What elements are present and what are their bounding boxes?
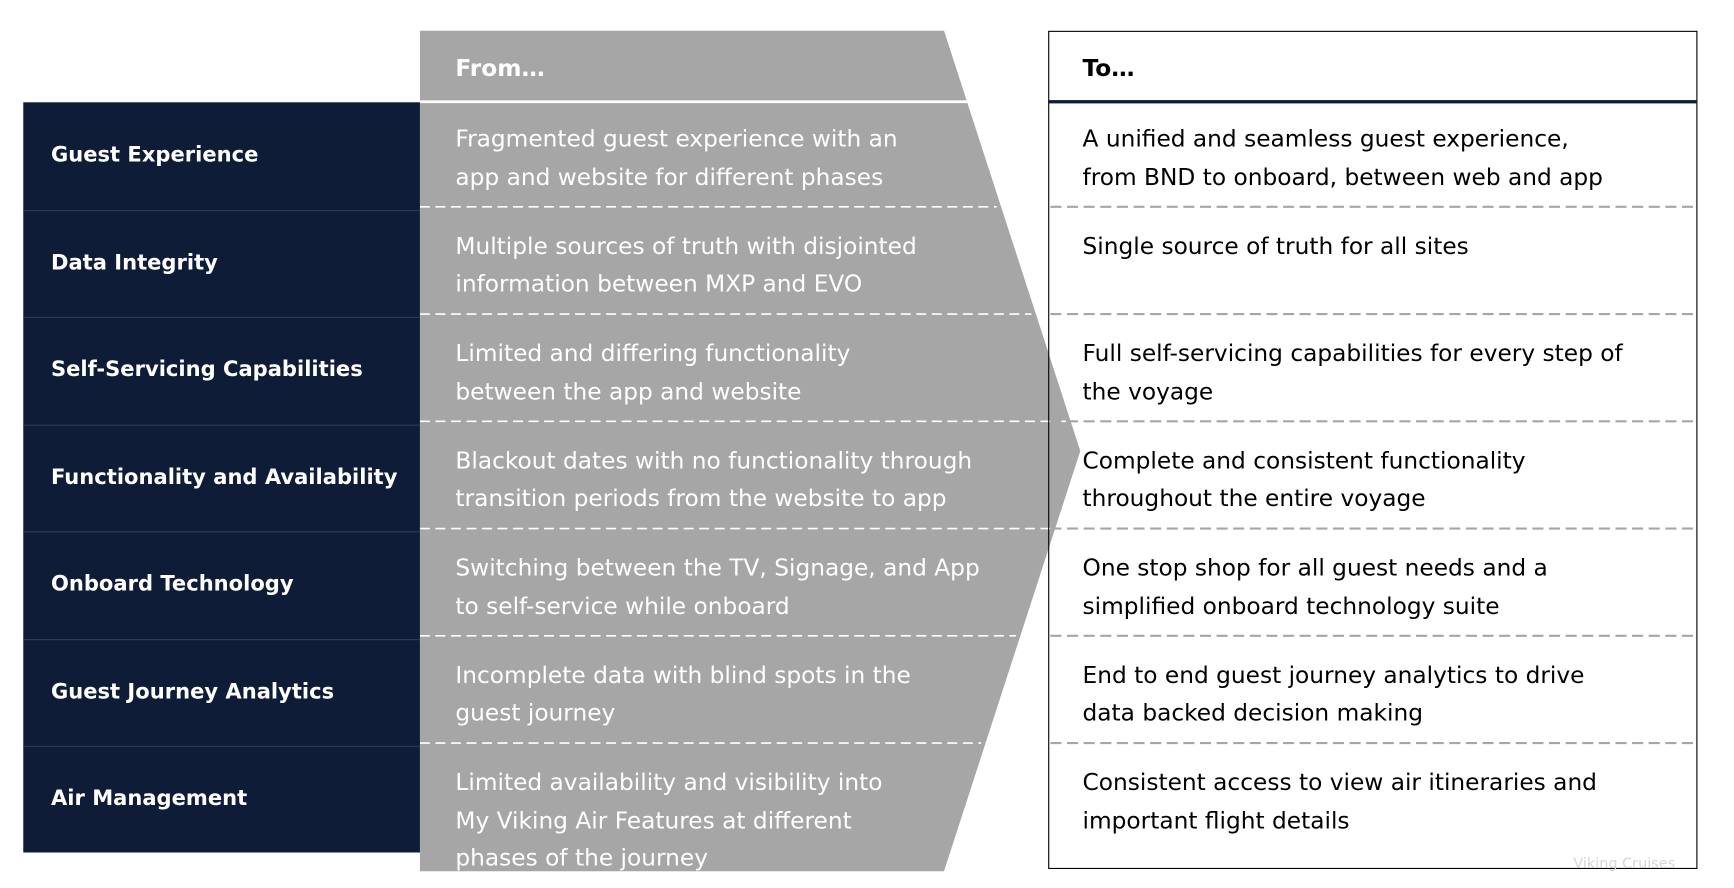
to-panel (1048, 30, 1698, 870)
from-item: Blackout dates with no functionality thr… (455, 442, 1053, 518)
from-line: between the app and website (455, 377, 802, 405)
category-label: Self-Servicing Capabilities (50, 357, 363, 382)
to-item: Complete and consistent functionality thr… (1083, 442, 1692, 518)
to-item: One stop shop for all guest needs and a s… (1083, 549, 1692, 625)
from-line: Incomplete data with blind spots in the (455, 661, 911, 689)
category-divider (23, 424, 420, 426)
from-line: information between MXP and EVO (455, 270, 863, 297)
category-divider (23, 209, 420, 211)
to-line: End to end guest journey analytics to dr… (1082, 661, 1585, 689)
category-divider (23, 745, 420, 747)
to-line: data backed decision making (1082, 699, 1423, 726)
to-line: Complete and consistent functionality (1082, 447, 1526, 474)
from-row-dividers (419, 205, 1067, 744)
from-item: Incomplete data with blind spots in the g… (455, 656, 1053, 732)
from-item: Switching between the TV, Signage, and A… (455, 549, 1053, 625)
from-item: Multiple sources of truth with disjointe… (455, 227, 1053, 303)
category-label: Functionality and Availability (50, 464, 398, 489)
from-line: guest journey (455, 699, 616, 726)
from-line: Limited and differing functionality (455, 339, 851, 367)
from-item: Limited and differing functionality betwe… (455, 334, 1053, 410)
category-label: Air Management (50, 786, 248, 811)
from-line: Fragmented guest experience with an (455, 125, 898, 152)
category-divider (23, 638, 420, 640)
from-line: app and website for different phases (455, 163, 884, 190)
from-line: to self-service while onboard (455, 592, 790, 619)
to-row-dividers (1050, 205, 1696, 745)
from-line: Limited availability and visibility into (455, 768, 883, 796)
category-label: Data Integrity (50, 250, 218, 275)
from-item: Limited availability and visibility into… (455, 763, 1053, 877)
to-item: Single source of truth for all sites (1083, 227, 1692, 265)
to-item: A unified and seamless guest experience,… (1083, 120, 1692, 196)
from-item: Fragmented guest experience with an app a… (455, 120, 1053, 196)
to-line: from BND to onboard, between web and app (1082, 163, 1603, 190)
to-item: Consistent access to view air itinerarie… (1083, 763, 1692, 839)
category-label: Onboard Technology (50, 572, 294, 597)
to-line: Full self-servicing capabilities for eve… (1082, 339, 1623, 367)
from-line: My Viking Air Features at different (455, 806, 852, 834)
from-line: Multiple sources of truth with disjointe… (455, 232, 917, 260)
to-line: Consistent access to view air itinerarie… (1082, 768, 1597, 796)
to-line: the voyage (1082, 377, 1214, 405)
to-line: throughout the entire voyage (1082, 485, 1426, 512)
from-line: phases of the journey (455, 844, 708, 872)
to-line: One stop shop for all guest needs and a (1082, 554, 1548, 581)
to-header: To… (1082, 55, 1135, 82)
to-line: A unified and seamless guest experience, (1082, 125, 1569, 152)
to-line: simplified onboard technology suite (1082, 592, 1500, 619)
watermark: Viking Cruises (1573, 855, 1676, 873)
to-header-divider (1048, 100, 1698, 104)
from-line: Switching between the TV, Signage, and A… (455, 554, 980, 581)
category-label: Guest Experience (50, 143, 259, 168)
to-line: Single source of truth for all sites (1082, 232, 1469, 260)
from-line: Blackout dates with no functionality thr… (455, 447, 973, 474)
from-line: transition periods from the website to a… (455, 485, 947, 512)
category-label: Guest Journey Analytics (50, 679, 335, 704)
to-item: Full self-servicing capabilities for eve… (1083, 334, 1692, 410)
category-divider (23, 531, 420, 533)
chevron-shape (419, 30, 1081, 872)
to-line: important flight details (1082, 806, 1350, 834)
from-header: From… (455, 55, 545, 82)
to-item: End to end guest journey analytics to dr… (1083, 656, 1692, 732)
category-divider (23, 316, 420, 318)
